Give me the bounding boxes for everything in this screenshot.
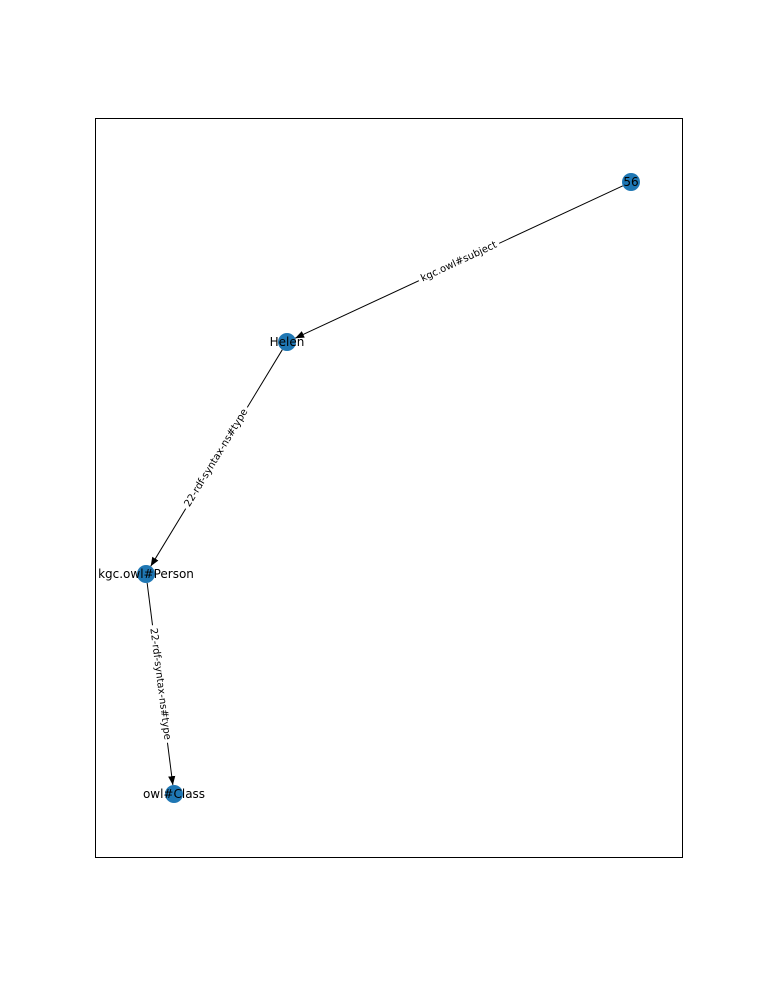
edge-label-background — [145, 624, 175, 744]
edge-label-background — [415, 236, 503, 288]
node-label-person: kgc.owl#Person — [98, 567, 194, 581]
node-label-56: 56 — [623, 175, 638, 189]
edge-label-subject: kgc.owl#subject — [415, 236, 503, 288]
edges-group — [146, 185, 624, 786]
node-person[interactable] — [137, 565, 155, 583]
node-label-owl-class: owl#Class — [143, 787, 205, 801]
edge-labels-group: kgc.owl#subject 22-rdf-syntax-ns#type 22… — [145, 236, 503, 744]
edge-label-text: kgc.owl#subject — [419, 240, 499, 285]
node-owl-class[interactable] — [165, 785, 183, 803]
edge-label-text: 22-rdf-syntax-ns#type — [183, 407, 251, 509]
node-helen[interactable] — [278, 333, 296, 351]
edge-label-person-type: 22-rdf-syntax-ns#type — [145, 624, 175, 744]
edge-label-background — [179, 403, 254, 513]
node-labels-group: 56 Helen kgc.owl#Person owl#Class — [98, 175, 639, 801]
plot-frame — [95, 118, 683, 858]
edge-label-helen-type: 22-rdf-syntax-ns#type — [179, 403, 254, 513]
node-56[interactable] — [622, 173, 640, 191]
edge-label-text: 22-rdf-syntax-ns#type — [147, 627, 172, 740]
node-label-helen: Helen — [270, 335, 305, 349]
nodes-group — [137, 173, 640, 803]
